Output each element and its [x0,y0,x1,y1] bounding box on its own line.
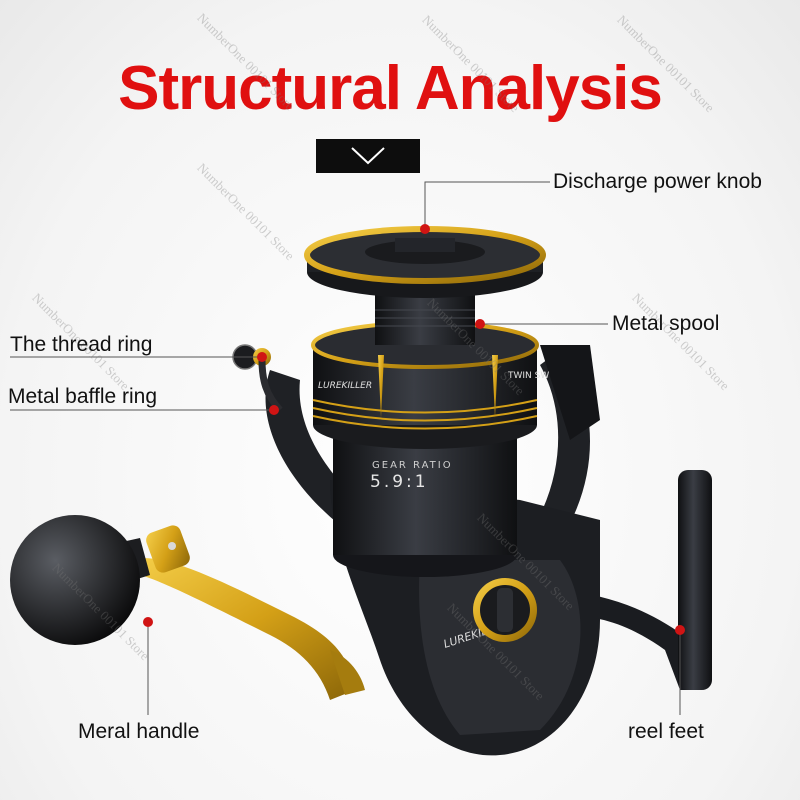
red-dot-icon [675,625,685,635]
red-dot-icon [475,319,485,329]
red-dot-icon [420,224,430,234]
chevron-banner [316,139,420,173]
side-knob [473,578,537,642]
leader-line-knob [424,181,550,229]
label-handle: Meral handle [78,720,200,743]
gear-ratio-value: 5.9:1 [370,472,429,492]
rotor-model-text: TWIN SW [507,371,549,381]
red-dot-icon [143,617,153,627]
label-discharge-power-knob: Discharge power knob [553,170,762,193]
rotor-brand-text: LUREKILLER [318,381,372,391]
handle-part [10,515,365,700]
label-reel-feet: reel feet [628,720,704,743]
label-metal-baffle-ring: Metal baffle ring [8,385,158,408]
chevron-down-icon [351,147,385,165]
rotor-column: GEAR RATIO 5.9:1 [333,430,517,577]
label-metal-spool: Metal spool [612,312,720,335]
red-dot-icon [269,405,279,415]
metal-spool-part [304,226,546,345]
page-title: Structural Analysis [118,54,663,123]
label-thread-ring: The thread ring [10,333,153,356]
gear-ratio-label: GEAR RATIO [372,460,453,471]
leader-lines [10,181,681,715]
red-dot-icon [257,352,267,362]
rotor-cup: LUREKILLER TWIN SW [311,321,549,449]
markers [143,224,685,635]
